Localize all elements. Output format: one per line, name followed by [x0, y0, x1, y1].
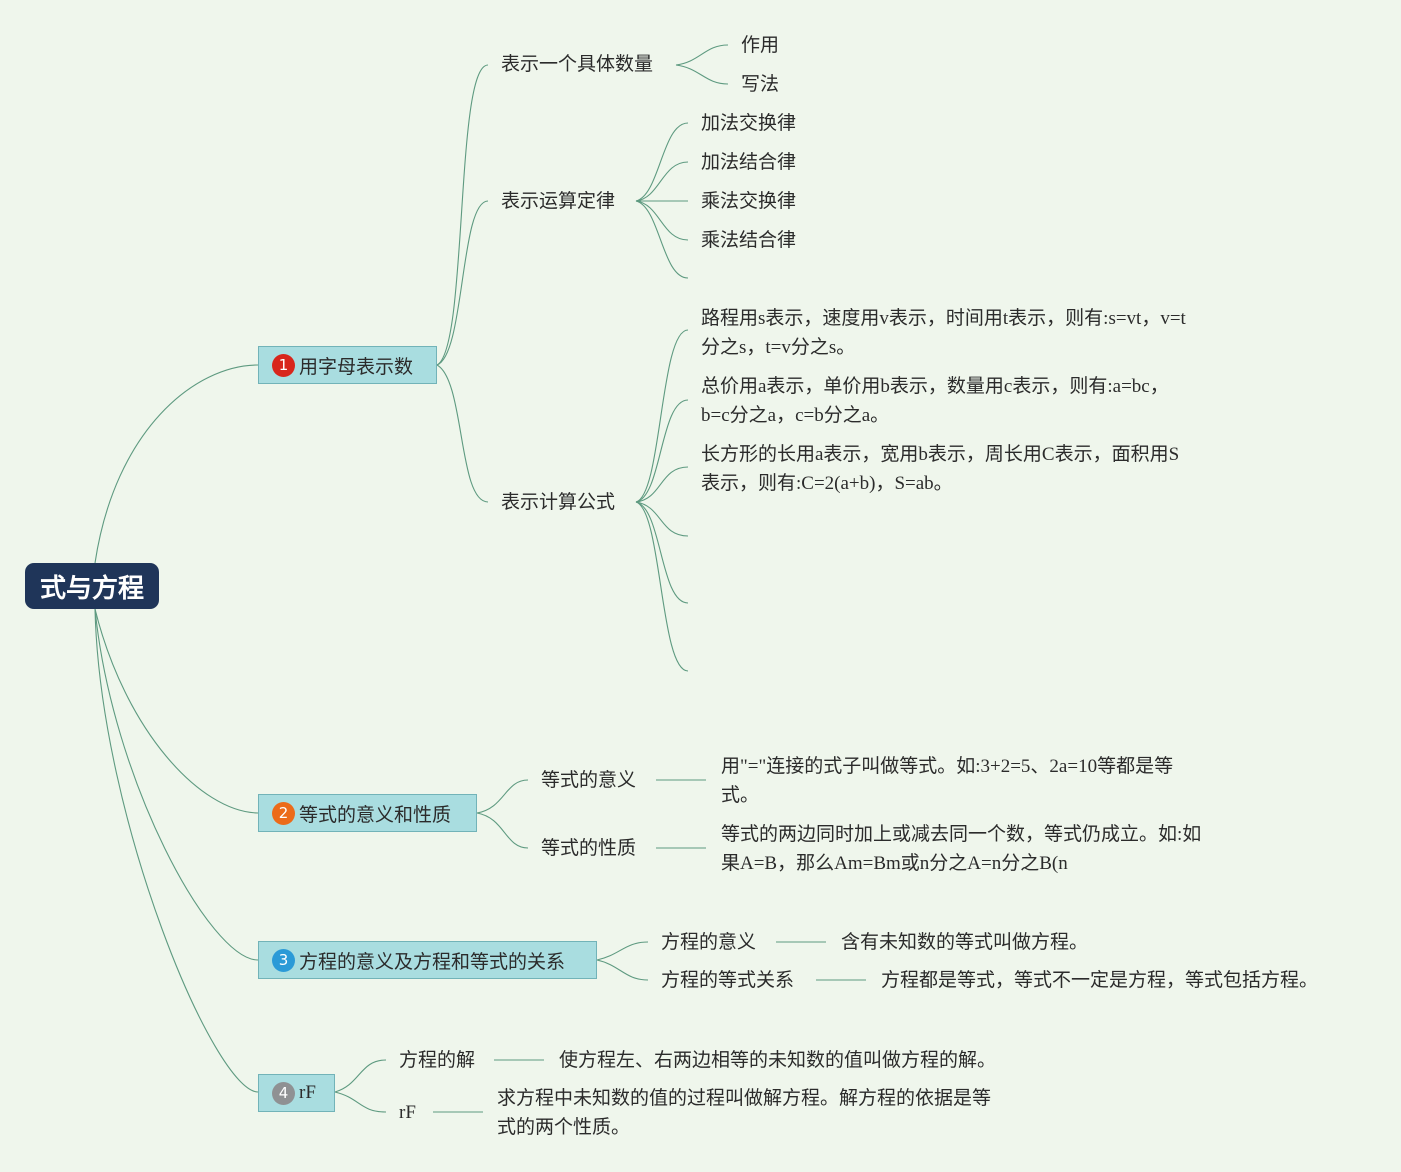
leaf-notation[interactable]: 写法 [741, 73, 780, 95]
edge-b2-s1 [476, 779, 529, 814]
leaf-formula-price[interactable]: 总价用a表示，单价用b表示，数量用c表示，则有:a=bc，b=c分之a，c=b分… [701, 376, 1169, 426]
number-badge-3-icon: 3 [272, 948, 295, 972]
root-topic[interactable]: 式与方程 [25, 563, 159, 609]
leaf-formula-rectangle[interactable]: 长方形的长用a表示，宽用b表示，周长用C表示，面积用S表示，则有:C=2(a+b… [701, 444, 1180, 494]
edge-b4-s2 [334, 1091, 387, 1113]
detail-equation-meaning[interactable]: 含有未知数的等式叫做方程。 [841, 931, 1089, 953]
main-topic-3[interactable]: 3 方程的意义及方程和等式的关系 [258, 941, 597, 979]
edge-b3-s2 [596, 959, 649, 981]
edge-b1-s3 [436, 364, 489, 503]
edge-s2-l5 [635, 200, 689, 279]
main-topic-2[interactable]: 2 等式的意义和性质 [258, 794, 477, 832]
edge-s3-l1 [635, 329, 689, 503]
subtopic-equality-properties[interactable]: 等式的性质 [541, 837, 637, 859]
edge-root-b2 [94, 608, 259, 814]
main-topic-4-label: rF [299, 1082, 316, 1103]
number-badge-4-icon: 4 [272, 1081, 295, 1105]
leaf-mul-associative[interactable]: 乘法结合律 [701, 229, 797, 251]
edge-root-b4 [94, 608, 259, 1093]
edge-s2-l4 [635, 200, 689, 241]
edge-b1-s2 [436, 200, 489, 366]
subtopic-equation-relation[interactable]: 方程的等式关系 [661, 969, 795, 991]
detail-solving[interactable]: 求方程中未知数的值的过程叫做解方程。解方程的依据是等式的两个性质。 [497, 1088, 992, 1138]
edge-b1-s1 [436, 64, 489, 366]
leaf-add-commutative[interactable]: 加法交换律 [701, 112, 797, 134]
edge-s3-l4 [635, 501, 689, 537]
detail-equation-relation[interactable]: 方程都是等式，等式不一定是方程，等式包括方程。 [881, 969, 1319, 991]
main-topic-2-label: 等式的意义和性质 [299, 803, 452, 826]
edge-s3-l5 [635, 501, 689, 604]
edge-b4-s1 [334, 1059, 387, 1093]
edge-s3-l6 [635, 501, 689, 672]
edge-s1-l2 [675, 64, 729, 85]
subtopic-equality-meaning[interactable]: 等式的意义 [541, 769, 637, 791]
edge-s3-l3 [635, 466, 689, 503]
detail-equation-solution[interactable]: 使方程左、右两边相等的未知数的值叫做方程的解。 [559, 1049, 997, 1071]
leaf-mul-commutative[interactable]: 乘法交换律 [701, 190, 797, 212]
edge-root-b3 [94, 608, 259, 961]
number-badge-1-icon: 1 [272, 353, 295, 377]
edge-root-b1 [94, 364, 259, 564]
edge-s2-l1 [635, 122, 689, 202]
leaf-purpose[interactable]: 作用 [741, 34, 780, 56]
edge-b2-s2 [476, 812, 529, 849]
leaf-formula-distance[interactable]: 路程用s表示，速度用v表示，时间用t表示，则有:s=vt，v=t分之s，t=v分… [701, 308, 1186, 358]
subtopic-formulas[interactable]: 表示计算公式 [501, 491, 616, 513]
subtopic-specific-quantity[interactable]: 表示一个具体数量 [501, 53, 654, 75]
edge-s3-l2 [635, 399, 689, 503]
edge-s2-l2 [635, 161, 689, 202]
subtopic-operation-laws[interactable]: 表示运算定律 [501, 190, 616, 212]
edge-b3-s1 [596, 941, 649, 961]
root-topic-label: 式与方程 [39, 573, 144, 604]
subtopic-equation-solution[interactable]: 方程的解 [399, 1049, 476, 1071]
leaf-add-associative[interactable]: 加法结合律 [701, 151, 797, 173]
subtopic-equation-meaning[interactable]: 方程的意义 [661, 931, 757, 953]
main-topic-1[interactable]: 1 用字母表示数 [258, 346, 437, 384]
main-topic-4[interactable]: 4 rF [258, 1074, 335, 1112]
main-topic-1-label: 用字母表示数 [299, 355, 414, 378]
detail-equality-meaning[interactable]: 用"="连接的式子叫做等式。如:3+2=5、2a=10等都是等式。 [721, 756, 1174, 806]
detail-equality-properties[interactable]: 等式的两边同时加上或减去同一个数，等式仍成立。如:如果A=B，那么Am=Bm或n… [721, 824, 1202, 874]
subtopic-solving[interactable]: rF [399, 1102, 416, 1123]
number-badge-2-icon: 2 [272, 801, 295, 825]
main-topic-3-label: 方程的意义及方程和等式的关系 [299, 950, 566, 973]
edge-s1-l1 [675, 44, 729, 66]
